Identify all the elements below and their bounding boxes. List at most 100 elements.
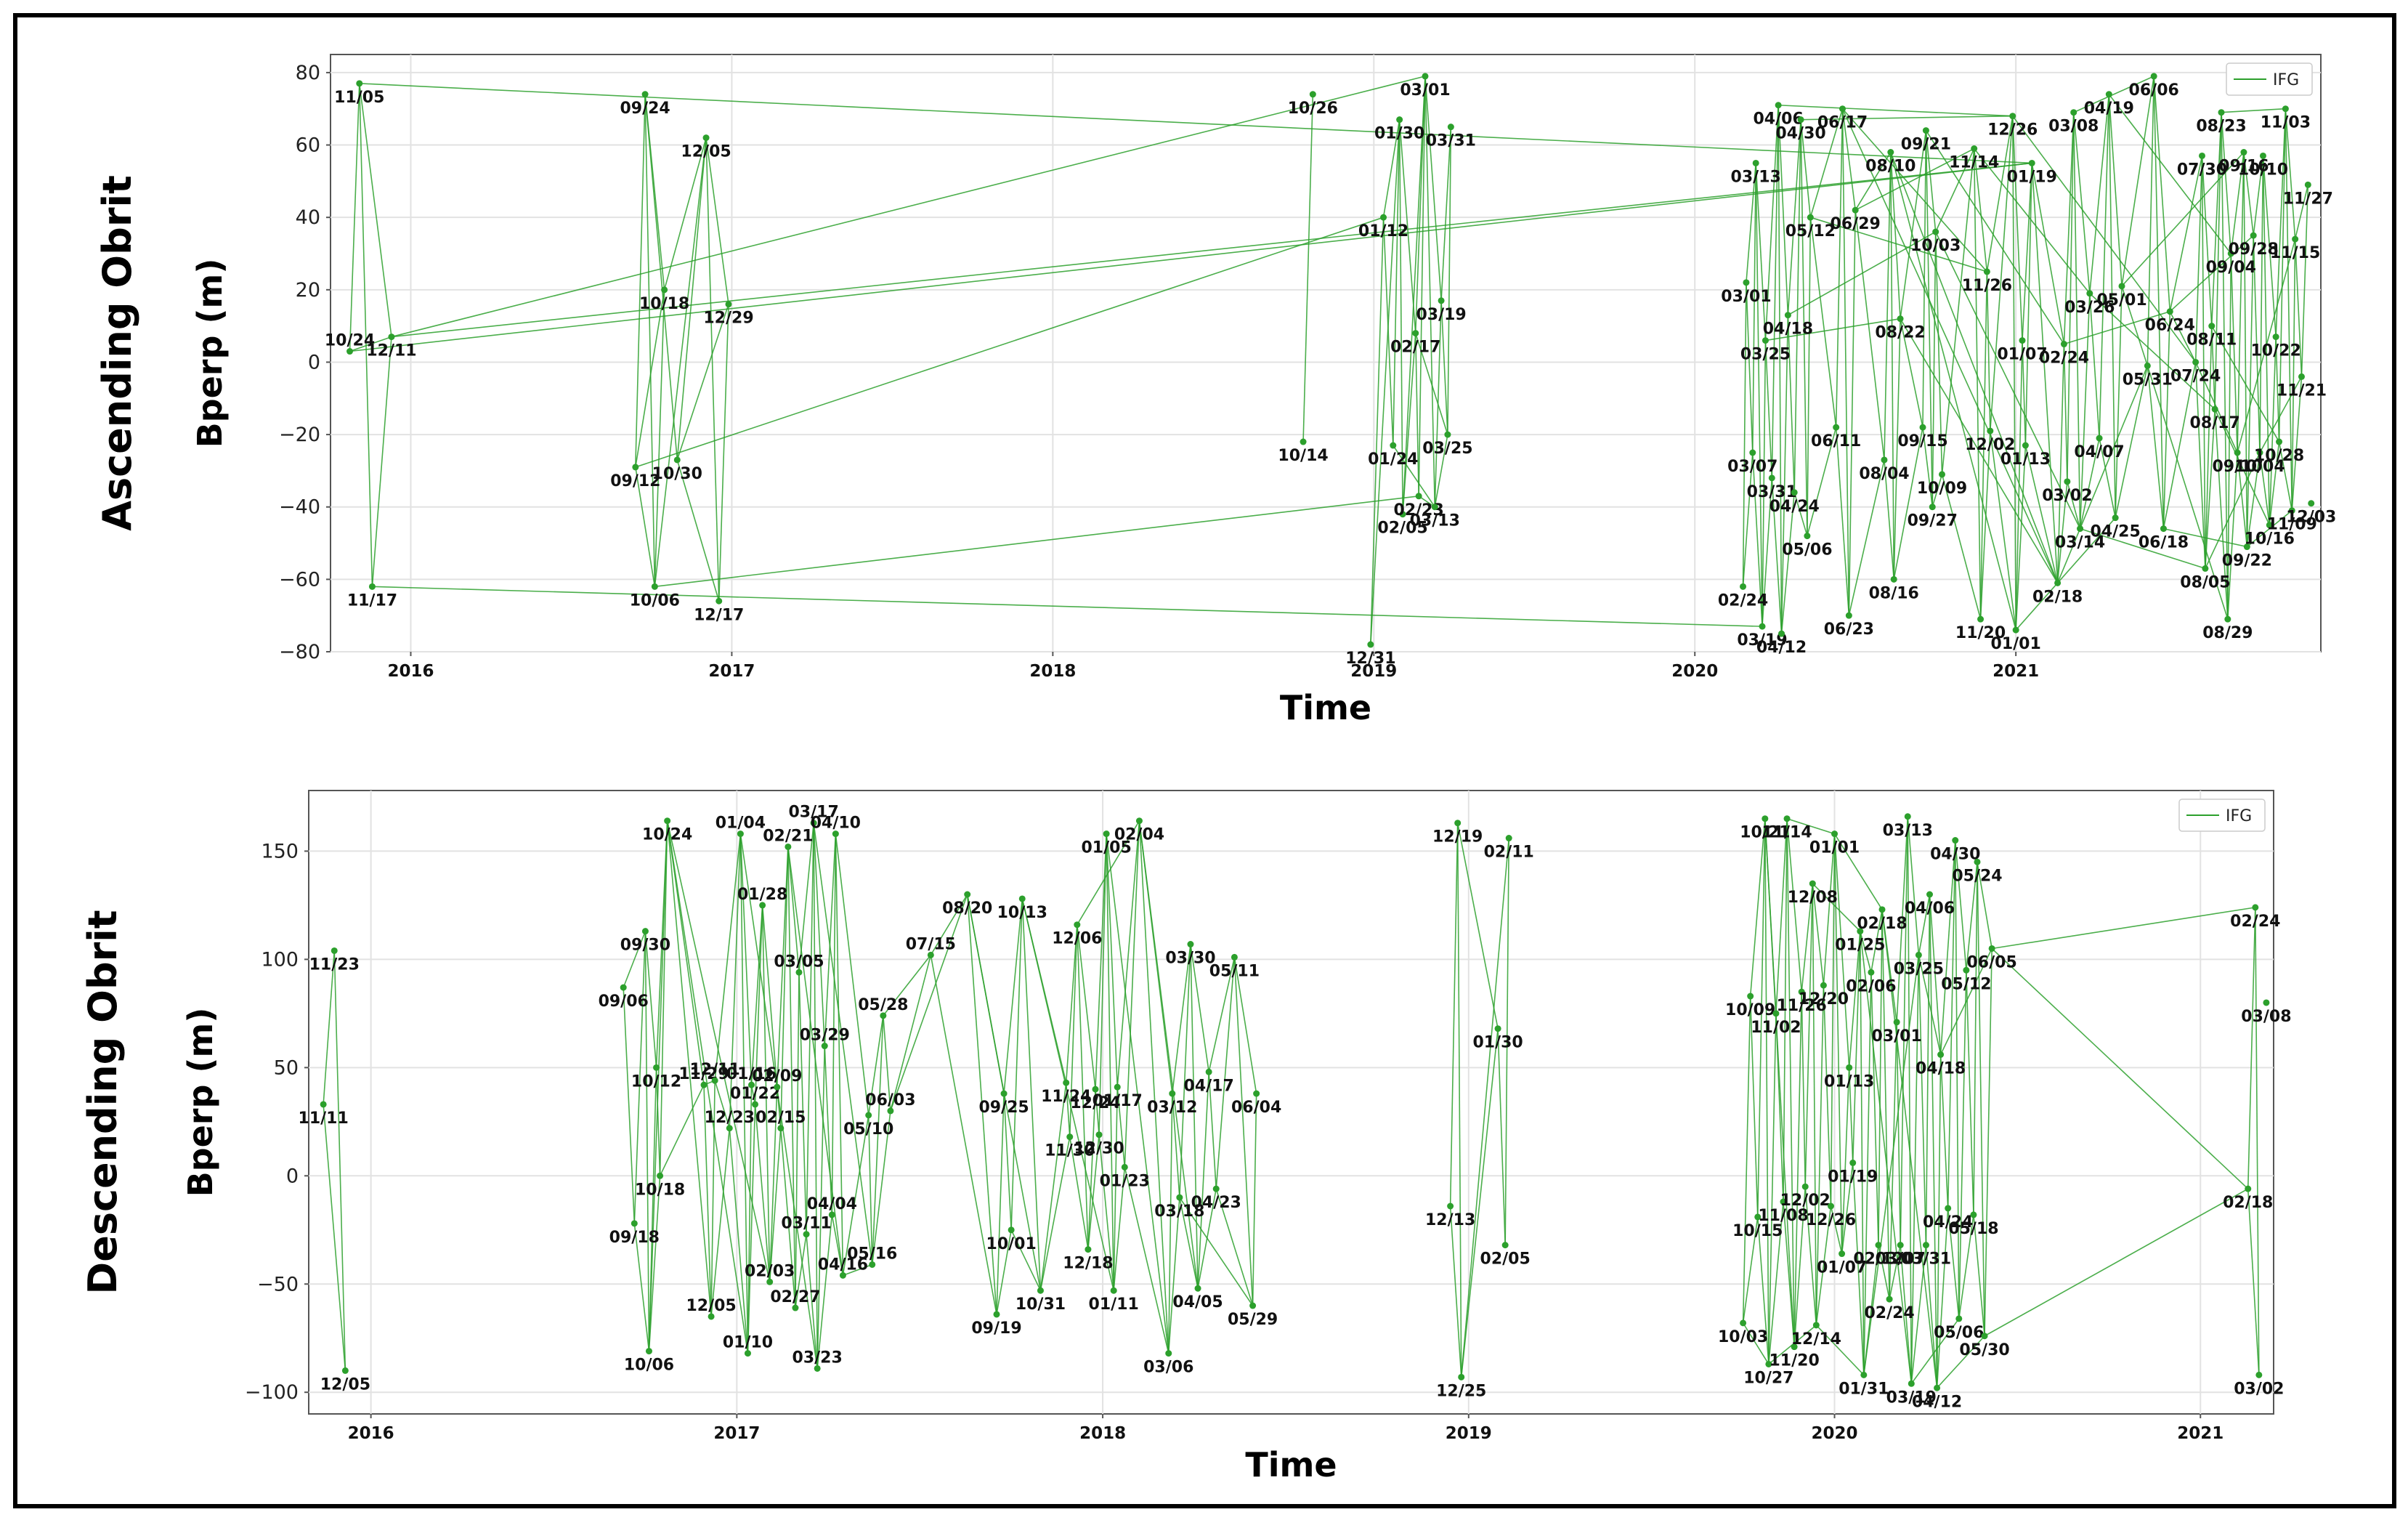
point-date-label: 10/24: [642, 826, 692, 844]
acquisition-point: [2266, 522, 2273, 529]
point-date-label: 04/18: [1916, 1059, 1966, 1078]
ifg-edge: [1833, 833, 1843, 1254]
ifg-edge: [1918, 894, 1931, 955]
ifg-edge: [2146, 365, 2165, 529]
acquisition-point: [368, 583, 376, 590]
point-date-label: 03/19: [1416, 306, 1466, 324]
ifg-edge: [2247, 907, 2256, 1189]
point-date-label: 08/04: [1859, 465, 1909, 483]
point-date-label: 09/15: [1897, 432, 1947, 450]
ifg-edge: [1812, 884, 1825, 986]
acquisition-point: [1922, 1242, 1929, 1249]
ifg-edge: [1884, 459, 1895, 580]
acquisition-point: [341, 1367, 349, 1374]
ifg-edge: [1900, 130, 1927, 319]
point-date-label: 06/04: [1231, 1099, 1281, 1117]
ifg-edge: [2022, 163, 2033, 341]
acquisition-points: 11/1111/2312/0509/0609/1809/3010/0610/12…: [299, 804, 2292, 1412]
acquisition-point: [1768, 474, 1775, 482]
point-date-label: 03/08: [2241, 1008, 2291, 1026]
ifg-edge: [2221, 112, 2232, 254]
ifg-edge: [1414, 333, 1448, 435]
acquisition-point: [664, 817, 671, 825]
acquisition-point: [2198, 152, 2205, 159]
ifg-edge: [2056, 344, 2065, 583]
ifg-edge: [2214, 408, 2271, 525]
ifg-edge: [930, 894, 968, 955]
point-date-label: 05/01: [2096, 291, 2146, 310]
ifg-edge: [1793, 992, 1802, 1347]
ifg-edge: [2115, 365, 2149, 518]
ifg-edge: [1780, 492, 1796, 634]
ifg-edge: [2230, 253, 2238, 453]
point-date-label: 05/06: [1782, 541, 1832, 559]
ifg-edge: [2079, 293, 2091, 529]
point-date-label: 12/11: [690, 1061, 740, 1079]
acquisition-point: [1194, 1285, 1201, 1292]
ifg-edge: [1941, 148, 1975, 474]
point-date-label: 12/03: [2286, 509, 2336, 527]
ifg-edge: [1863, 955, 1920, 1375]
ifg-edge: [1113, 1167, 1126, 1291]
ifg-edge: [2067, 481, 2081, 529]
ifg-edge: [1973, 1214, 1985, 1336]
ifg-edge: [391, 76, 1426, 338]
ifg-edge: [1812, 883, 1861, 932]
y-tick-label: 0: [308, 351, 320, 373]
y-tick-label: 80: [296, 62, 320, 84]
ifg-edge: [1925, 130, 1934, 507]
acquisition-point: [1881, 456, 1888, 464]
ifg-edge: [1801, 115, 2013, 121]
ifg-edge: [1793, 119, 1801, 493]
ifg-edge: [1878, 1245, 1890, 1300]
acquisition-point: [2276, 438, 2283, 445]
ifg-edge: [739, 833, 749, 1354]
point-date-label: 10/24: [325, 332, 375, 350]
point-date-label: 03/13: [1410, 512, 1460, 530]
ifg-edge: [710, 1080, 715, 1317]
acquisition-point: [1932, 228, 1939, 235]
acquisition-point: [2245, 1185, 2252, 1192]
ifg-edge: [1841, 108, 2059, 583]
acquisition-point: [1919, 424, 1926, 431]
acquisition-point: [2105, 91, 2112, 98]
ifg-edge: [1809, 217, 1837, 428]
ifg-edge: [1098, 1134, 1114, 1291]
ifg-edge: [1936, 1208, 1949, 1388]
ifg-edge: [1021, 898, 1042, 1291]
point-date-label: 06/05: [1966, 953, 2016, 971]
point-date-label: 10/01: [986, 1235, 1037, 1253]
ifg-edge: [1069, 924, 1078, 1137]
ifg-edge: [1746, 163, 1756, 283]
ifg-edge: [1910, 1318, 1960, 1384]
point-date-label: 02/24: [2039, 349, 2089, 368]
ifg-edge: [750, 1085, 756, 1105]
ifg-edge: [787, 846, 844, 1276]
ifg-edge: [1848, 459, 1885, 616]
ifg-edge: [1931, 232, 1937, 507]
ifg-edge: [1984, 1188, 2249, 1337]
acquisition-point: [1759, 623, 1766, 630]
ifg-edge: [806, 1234, 818, 1369]
acquisition-point: [1780, 1198, 1787, 1205]
ifg-edge: [867, 1115, 873, 1265]
y-tick-label: −20: [279, 424, 320, 446]
ifg-edge: [2121, 76, 2154, 286]
point-date-label: 02/27: [770, 1288, 820, 1306]
ifg-edge: [1460, 838, 1510, 1378]
ifg-edge: [2210, 326, 2216, 410]
point-date-label: 06/06: [2129, 81, 2179, 100]
point-date-label: 04/24: [1769, 498, 1820, 516]
ifg-edge: [1504, 838, 1510, 1245]
point-date-label: 04/17: [1184, 1077, 1234, 1095]
point-date-label: 01/19: [2007, 168, 2057, 186]
ifg-edge: [867, 1015, 884, 1115]
point-date-label: 04/19: [2084, 100, 2134, 118]
ifg-edge: [1402, 333, 1416, 514]
legend-label: IFG: [2273, 71, 2299, 89]
ifg-edge: [769, 1128, 782, 1282]
ifg-edge: [676, 304, 729, 461]
point-date-label: 05/29: [1228, 1311, 1278, 1329]
ifg-edge: [1106, 833, 1114, 1291]
